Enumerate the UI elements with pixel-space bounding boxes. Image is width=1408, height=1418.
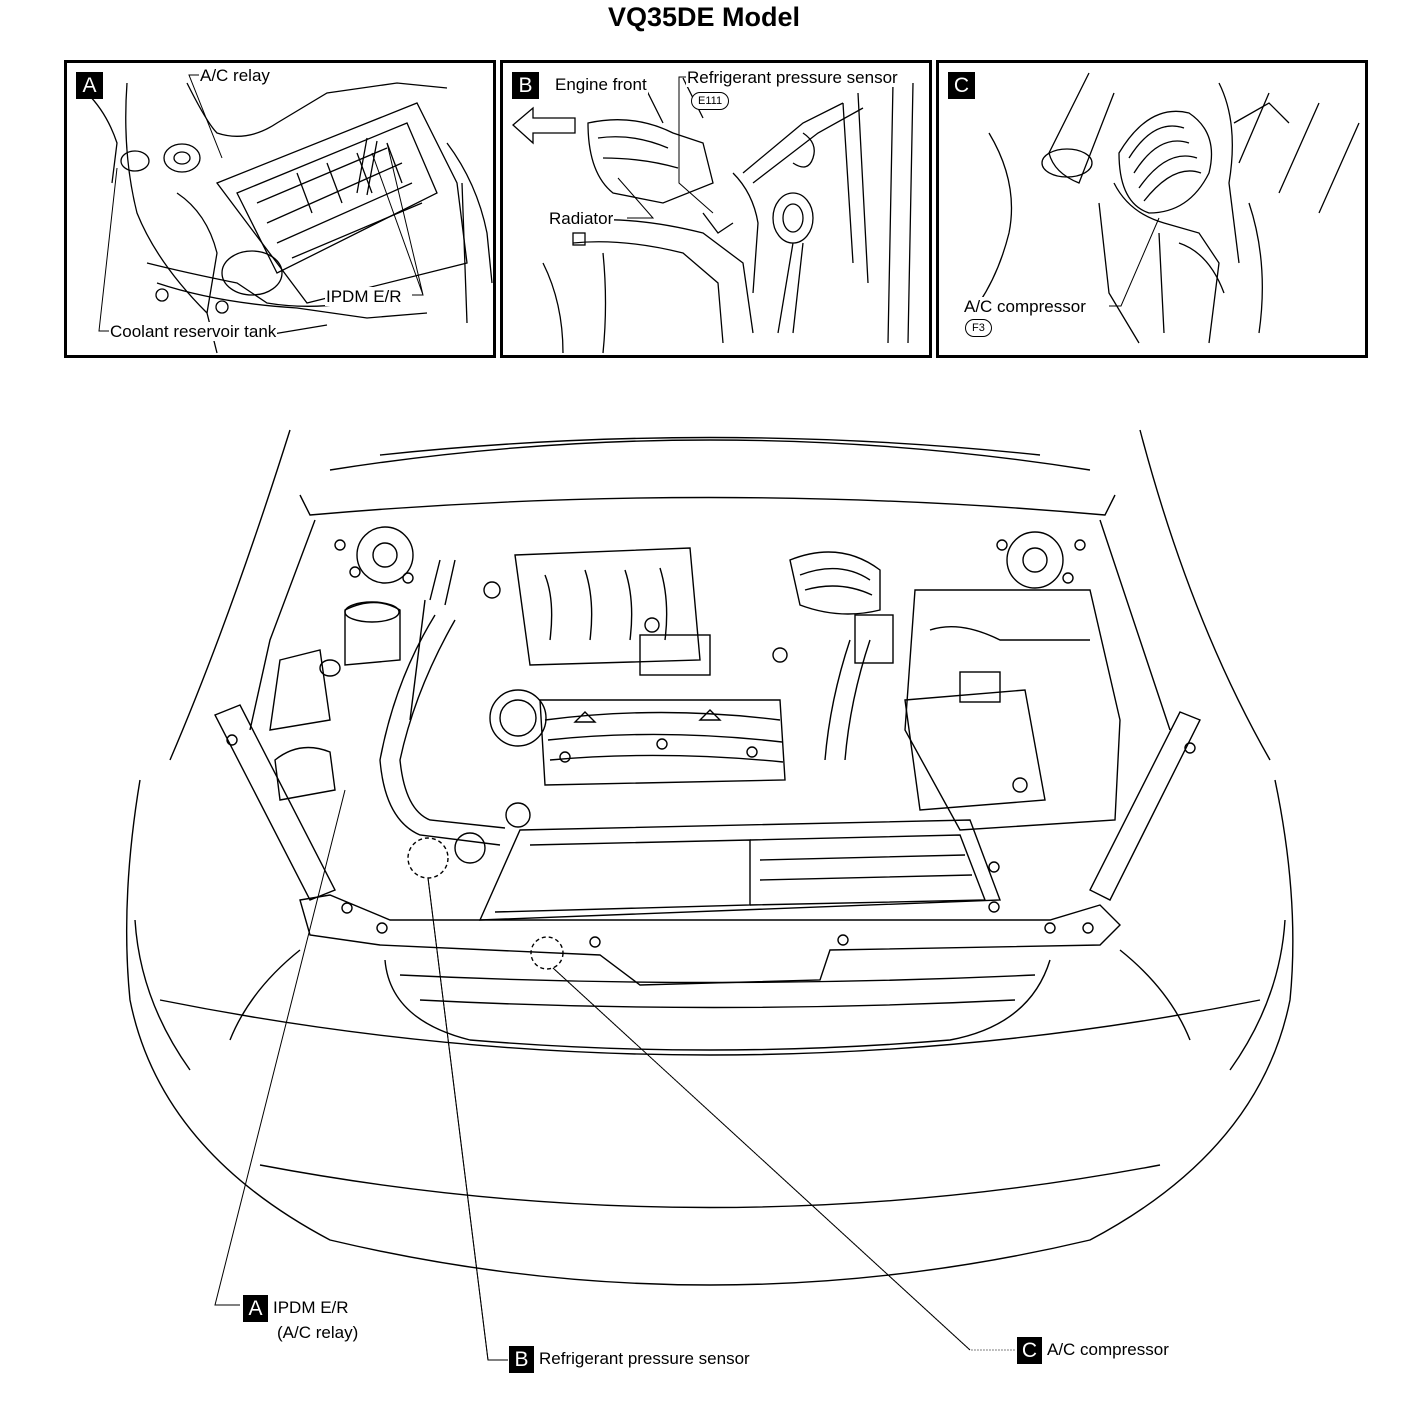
- detail-panel-c: C A/C compressor F3: [936, 60, 1368, 358]
- ac-compressor-label: A/C compressor: [963, 297, 1087, 316]
- detail-panel-b: B Engine front Refrigerant pressure sens…: [500, 60, 932, 358]
- compressor-detail-drawing: [978, 72, 1360, 344]
- refrigerant-sensor-detail-drawing: [512, 77, 914, 354]
- ipdm-label: IPDM E/R: [325, 287, 403, 306]
- ipdm-detail-drawing: [86, 82, 493, 354]
- connector-f3: F3: [965, 319, 992, 337]
- ac-relay-label: A/C relay: [199, 66, 271, 85]
- radiator-label: Radiator: [548, 209, 615, 228]
- panel-c-badge: C: [948, 72, 975, 99]
- coolant-tank-label: Coolant reservoir tank: [109, 322, 278, 341]
- panel-b-leaders: [617, 76, 714, 219]
- page-title: VQ35DE Model: [607, 2, 801, 32]
- callout-b-line1: Refrigerant pressure sensor: [539, 1348, 750, 1368]
- callout-b-badge: B: [509, 1346, 534, 1373]
- callout-a-line1: IPDM E/R: [273, 1297, 349, 1317]
- panel-a-badge: A: [76, 72, 103, 99]
- callout-c-line1: A/C compressor: [1047, 1339, 1169, 1359]
- engine-front-label: Engine front: [554, 75, 648, 94]
- detail-panel-a: A A/C relay IPDM E/R Coolant reservoir t…: [64, 60, 496, 358]
- refrigerant-sensor-label: Refrigerant pressure sensor: [686, 68, 899, 87]
- callout-c-badge: C: [1017, 1337, 1042, 1364]
- callout-a-badge: A: [243, 1295, 268, 1322]
- panel-c-leaders: [1109, 217, 1160, 307]
- panel-b-badge: B: [512, 72, 539, 99]
- panel-a-leaders: [98, 74, 424, 332]
- callout-a-line2: (A/C relay): [277, 1323, 359, 1342]
- connector-e111: E111: [691, 92, 730, 110]
